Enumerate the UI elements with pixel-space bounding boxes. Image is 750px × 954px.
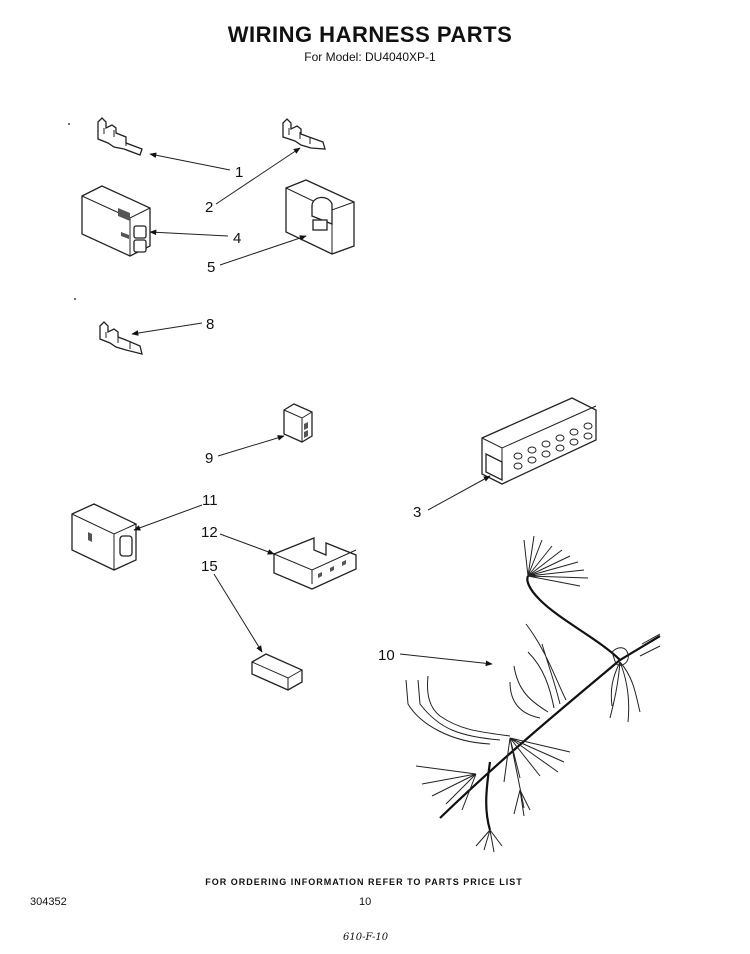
scan-specks bbox=[68, 123, 76, 300]
leader-line-8 bbox=[131, 322, 203, 336]
callout-8: 8 bbox=[206, 316, 214, 333]
leader-line-10 bbox=[399, 653, 493, 667]
callout-5: 5 bbox=[207, 259, 215, 276]
callout-4: 4 bbox=[233, 230, 241, 247]
leader-line-2 bbox=[215, 147, 301, 205]
part-11-connector-housing bbox=[71, 503, 137, 571]
part-2-terminal bbox=[282, 118, 326, 150]
leader-lines bbox=[131, 147, 493, 667]
part-3-terminal-block bbox=[481, 397, 597, 485]
callout-2: 2 bbox=[205, 199, 213, 216]
callout-12: 12 bbox=[201, 524, 218, 541]
page-number: 10 bbox=[359, 896, 372, 908]
leader-line-4 bbox=[149, 229, 229, 237]
harness-wire-bundle-middle bbox=[405, 623, 567, 745]
callout-10: 10 bbox=[378, 647, 395, 664]
leader-line-9 bbox=[217, 435, 285, 457]
page-title: WIRING HARNESS PARTS bbox=[227, 22, 513, 47]
callout-11: 11 bbox=[202, 492, 218, 509]
callout-3: 3 bbox=[413, 504, 421, 521]
part-15-connector bbox=[251, 653, 303, 691]
leader-line-5 bbox=[219, 235, 307, 266]
callout-9: 9 bbox=[205, 450, 213, 467]
callout-numbers: 1 2 4 5 8 9 3 11 12 15 10 bbox=[201, 164, 421, 664]
model-subtitle: For Model: DU4040XP-1 bbox=[304, 50, 436, 64]
part-8-terminal bbox=[99, 321, 143, 355]
harness-wire-bundle-top bbox=[523, 535, 589, 587]
harness-wire-bundle-lower bbox=[415, 737, 571, 853]
leader-line-12 bbox=[219, 533, 275, 555]
document-number: 304352 bbox=[30, 896, 67, 908]
harness-wire-bundle-right bbox=[609, 661, 641, 723]
part-1-terminal bbox=[97, 117, 143, 156]
leader-line-1 bbox=[149, 152, 231, 171]
leader-line-3 bbox=[427, 475, 491, 511]
handwritten-note: 610-F-10 bbox=[343, 932, 389, 943]
callout-15: 15 bbox=[201, 558, 218, 575]
part-10-wiring-harness bbox=[405, 535, 661, 853]
part-4-connector-housing bbox=[81, 185, 151, 257]
part-12-connector bbox=[273, 537, 357, 590]
part-9-small-connector bbox=[283, 403, 313, 443]
leader-line-11 bbox=[133, 504, 203, 531]
ordering-information-note: FOR ORDERING INFORMATION REFER TO PARTS … bbox=[205, 877, 523, 887]
callout-1: 1 bbox=[235, 164, 243, 181]
leader-line-15 bbox=[213, 573, 263, 653]
part-5-connector-housing bbox=[285, 179, 355, 255]
